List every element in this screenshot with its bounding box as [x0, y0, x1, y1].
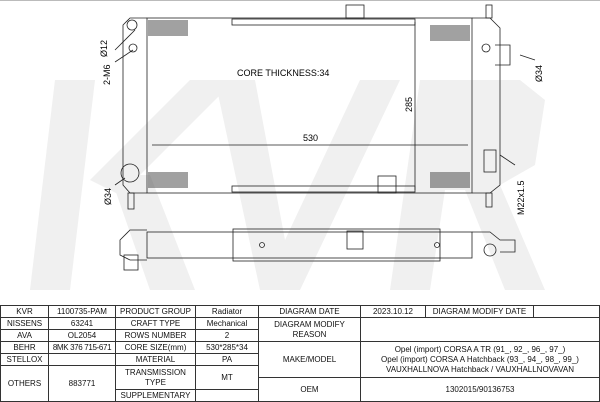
oem-value: 1302015/90136753	[360, 377, 600, 402]
others-value: 883771	[48, 365, 116, 402]
core-outline	[146, 17, 473, 194]
dia34-left-label: Ø34	[103, 188, 113, 205]
make-model-label: MAKE/MODEL	[258, 341, 361, 378]
thread-label: M22x1.5	[516, 180, 526, 215]
make-model-line: Opel (import) CORSA A TR (91_, 92_, 96_,…	[394, 344, 566, 354]
modify-reason-value	[360, 317, 600, 342]
dia12-label: Ø12	[99, 40, 109, 57]
modify-reason-label: DIAGRAM MODIFY REASON	[258, 317, 361, 342]
supplementary-label: SUPPLEMENTARY	[115, 389, 196, 402]
height-dimension: 285	[404, 97, 414, 112]
width-dimension: 530	[303, 133, 318, 143]
top-border	[0, 0, 600, 1]
make-model-line: VAUXHALLNOVA Hatchback / VAUXHALLNOVAVAN	[385, 364, 575, 374]
radiator-drawing: CORE THICKNESS:34 530 285 Ø12 2-M6 Ø34 Ø…	[30, 4, 545, 290]
bottom-view-core	[146, 231, 473, 259]
core-thickness-label: CORE THICKNESS:34	[237, 68, 329, 78]
dia34-right-label: Ø34	[534, 65, 544, 82]
oem-label: OEM	[258, 377, 361, 402]
m6-label: 2-M6	[102, 64, 112, 85]
behr-value: 8MK 376 715-671	[48, 341, 116, 354]
make-model-value: Opel (import) CORSA A TR (91_, 92_, 96_,…	[360, 341, 600, 378]
others-label: OTHERS	[0, 365, 49, 402]
transmission-label: TRANSMISSION TYPE	[115, 365, 196, 390]
make-model-line: Opel (import) CORSA A Hatchback (93_, 94…	[381, 354, 579, 364]
transmission-value: MT	[195, 365, 259, 390]
supplementary-value	[195, 389, 259, 402]
